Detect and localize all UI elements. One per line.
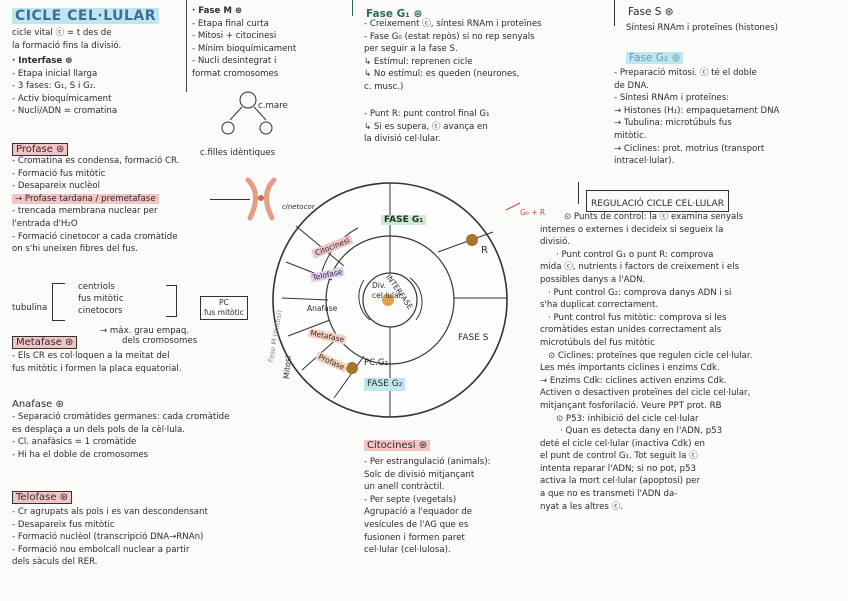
g1-connector xyxy=(352,0,353,16)
tubulina-brace xyxy=(52,283,65,321)
fase-g2-section: - Preparació mitosi. ⓒ té el doble de DN… xyxy=(614,68,780,167)
tubulina-list: centriols fus mitòtic cinetocors xyxy=(78,282,124,316)
metafase-section: - Els CR es col·loquen a la meitat del f… xyxy=(12,351,182,374)
page-title: CICLE CEL·LULAR xyxy=(12,8,160,24)
fasem-section: · Fase M ⊛ - Etapa final curta - Mitosi … xyxy=(192,6,297,79)
citocinesi-heading: Citocinesi ⊛ xyxy=(364,433,431,453)
fase-g1-section: - Creixement ⓒ, síntesi RNAm i proteïnes… xyxy=(364,19,542,92)
anafase-heading: Anafase ⊛ xyxy=(12,399,64,410)
diagram-pc-box: PC fus mitòtic xyxy=(200,296,248,320)
fase-s-text: Síntesi RNAm i proteïnes (histones) xyxy=(626,23,778,33)
metafase-note: → màx. grau empaq. dels cromosomes xyxy=(100,326,198,346)
regulacio-heading: REGULACIÓ CICLE CEL·LULAR xyxy=(586,190,730,212)
diagram-fase-g1: FASE G₁ xyxy=(381,207,427,227)
diagram-fase-s: FASE S xyxy=(458,333,489,343)
telofase-heading: Telofase ⊛ xyxy=(12,485,73,505)
citocinesi-section: - Per estrangulació (animals): Solc de d… xyxy=(364,457,491,556)
profase-section: - Cromatina es condensa, formació CR. - … xyxy=(12,156,180,255)
anafase-section: - Separació cromàtides germanes: cada cr… xyxy=(12,412,230,460)
cmare-label: c.mare xyxy=(258,101,288,111)
fase-g1-heading: Fase G₁ ⊛ xyxy=(366,8,423,20)
metafase-heading: Metafase ⊛ xyxy=(12,330,78,350)
fase-g2-heading: Fase G₂ ⊛ xyxy=(626,46,684,65)
diagram-fase-g2: FASE G₂ xyxy=(364,378,406,391)
diagram-g0: G₀ + R xyxy=(520,208,546,217)
telofase-section: - Cr agrupats als pols i es van desconde… xyxy=(12,507,208,568)
tubulina-label: tubulina xyxy=(12,303,48,313)
tubulina-brace-right xyxy=(166,285,177,317)
fase-s-heading: Fase S ⊛ xyxy=(628,6,674,18)
diagram-anafase: Anafase xyxy=(307,304,338,313)
cinetocor-line xyxy=(210,199,250,200)
regulacio-section: ⊙ Punts de control: la ⓒ examina senyals… xyxy=(540,212,753,512)
regulacio-connector xyxy=(578,182,579,204)
cell-division-sketch xyxy=(221,91,273,135)
intro: cicle vital ⓒ = t des de la formació fin… xyxy=(12,28,122,51)
interfase-section: · Interfase ⊛ - Etapa inicial llarga - 3… xyxy=(12,56,118,117)
punt-r-section: - Punt R: punt control final G₁ ↳ Si es … xyxy=(364,109,490,145)
diagram-div: Div. cel·lular xyxy=(372,281,402,300)
diagram-r: R xyxy=(481,245,488,256)
cinetocor-label: cinetocor xyxy=(282,203,315,211)
divider-vertical xyxy=(186,0,187,92)
s-connector xyxy=(614,0,615,26)
diagram-pcg2: PC.G₂ xyxy=(364,358,389,368)
chromosome-icon xyxy=(245,177,277,221)
cfilles-label: c.filles idèntiques xyxy=(200,148,276,158)
profase-heading: Profase ⊛ xyxy=(12,137,69,157)
